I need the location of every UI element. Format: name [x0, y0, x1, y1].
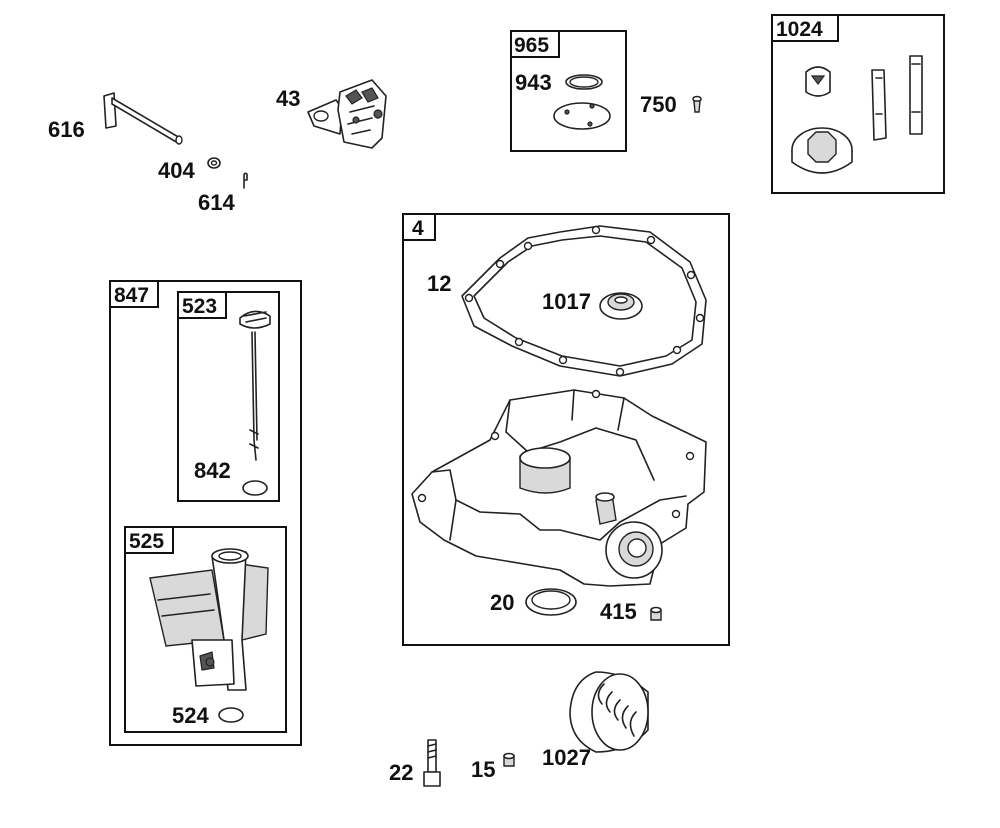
part-943-cover-drawing — [553, 74, 611, 130]
part-number-616: 616 — [48, 117, 85, 142]
part-number-750: 750 — [640, 92, 677, 117]
part-750-screw-drawing — [692, 95, 702, 113]
kit-box-4-label: 4 — [412, 217, 424, 240]
kit-box-847 — [109, 280, 302, 746]
part-number-1017: 1017 — [542, 289, 591, 314]
dipstick-tube-drawing — [149, 548, 269, 691]
part-1027-oil-filter-drawing — [569, 671, 649, 753]
kit-box-965-tag — [510, 30, 560, 58]
part-number-22: 22 — [389, 760, 413, 785]
part-524-oring-drawing — [218, 707, 244, 723]
kit-box-847-label: 847 — [114, 284, 149, 307]
kit-box-525 — [124, 526, 287, 733]
part-number-404: 404 — [158, 158, 195, 183]
part-number-15: 15 — [471, 757, 495, 782]
part-15-plug-drawing — [503, 752, 515, 767]
kit-box-4-tag — [402, 213, 436, 241]
part-1017-seal-drawing — [599, 292, 643, 320]
part-20-oring-drawing — [525, 588, 577, 616]
kit-box-847-tag — [109, 280, 159, 308]
kit-box-523 — [177, 291, 280, 502]
part-number-614: 614 — [198, 190, 235, 215]
kit-box-965 — [510, 30, 627, 152]
sump-housing-drawing — [411, 389, 707, 587]
kit-box-1024-tag — [771, 14, 839, 42]
part-614-pin-drawing — [243, 172, 248, 189]
kit-box-1024 — [771, 14, 945, 194]
kit-box-525-tag — [124, 526, 174, 554]
kit-box-965-label: 965 — [514, 34, 549, 57]
part-404-washer-drawing — [207, 157, 221, 169]
part-number-43: 43 — [276, 86, 300, 111]
kit-box-525-label: 525 — [129, 530, 164, 553]
part-616-shaft-drawing — [103, 92, 183, 145]
part-number-415: 415 — [600, 599, 637, 624]
part-415-plug-drawing — [650, 606, 662, 621]
part-12-gasket-drawing — [461, 225, 707, 377]
kit-box-1024-label: 1024 — [776, 18, 823, 41]
part-22-bolt-drawing — [423, 739, 441, 787]
part-number-1027: 1027 — [542, 745, 591, 770]
part-43-bracket-drawing — [307, 79, 387, 149]
kit-box-523-tag — [177, 291, 227, 319]
kit-box-523-label: 523 — [182, 295, 217, 318]
oil-pump-rotor-drawing — [791, 55, 923, 174]
part-number-20: 20 — [490, 590, 514, 615]
kit-box-4 — [402, 213, 730, 646]
part-number-842: 842 — [194, 458, 231, 483]
part-number-12: 12 — [427, 271, 451, 296]
part-number-943: 943 — [515, 70, 552, 95]
part-842-oring-drawing — [242, 480, 268, 496]
part-number-524: 524 — [172, 703, 209, 728]
dipstick-drawing — [239, 310, 271, 461]
